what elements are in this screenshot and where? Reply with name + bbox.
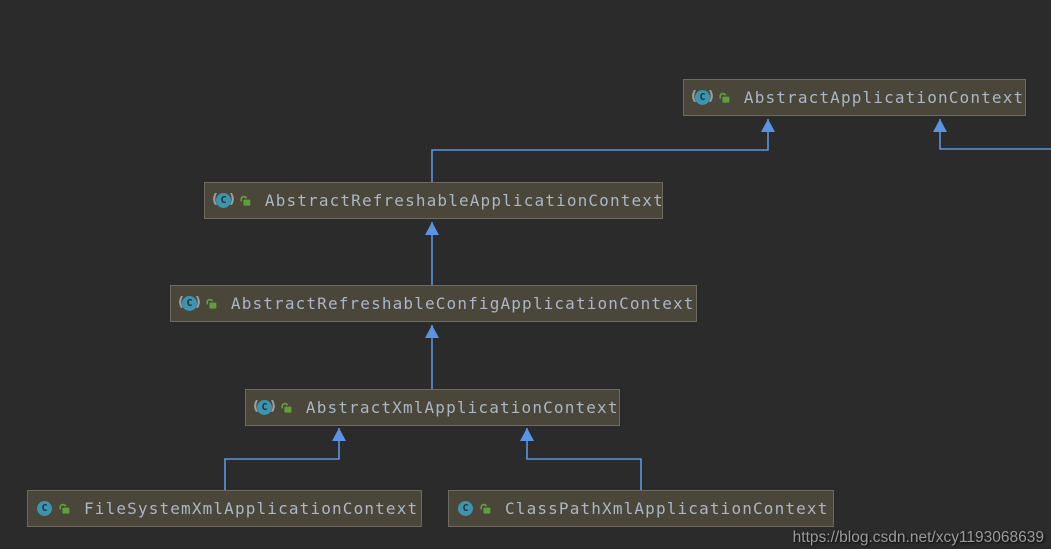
unlocked-padlock-icon [205,297,218,310]
inheritance-arrowhead [761,119,775,132]
class-node-label: AbstractRefreshableConfigApplicationCont… [230,294,695,313]
inheritance-arrowhead [425,325,439,338]
class-letter: C [181,296,197,311]
class-letter: C [37,501,52,516]
class-node-label: ClassPathXmlApplicationContext [505,499,829,518]
inheritance-edge-abstract-refreshable-application-context-to-abstract-application-context [431,119,769,182]
class-node-label: AbstractRefreshableApplicationContext [264,191,664,210]
class-node-label: FileSystemXmlApplicationContext [84,499,419,518]
class-node-label: AbstractXmlApplicationContext [305,398,619,417]
class-icon: (C) [37,501,52,516]
class-node-abstract-application-context[interactable]: (C) AbstractApplicationContext [683,79,1026,116]
abstract-left-paren: ( [178,295,184,310]
unlocked-padlock-icon [58,502,71,515]
abstract-class-icon: (C) [212,192,235,208]
abstract-class-icon: (C) [691,89,714,105]
abstract-class-icon: (C) [178,295,201,311]
class-letter: C [694,90,710,105]
inheritance-arrowhead [425,222,439,235]
class-letter: C [458,501,473,516]
unlocked-padlock-icon [718,91,731,104]
abstract-right-paren: ) [228,192,235,207]
abstract-class-icon: (C) [253,399,276,415]
inheritance-arrowhead [933,119,947,132]
unlocked-padlock-icon [239,194,252,207]
abstract-left-paren: ( [691,89,697,104]
abstract-left-paren: ( [253,399,259,414]
class-node-label: AbstractApplicationContext [743,88,1025,107]
abstract-right-paren: ) [194,295,201,310]
inheritance-arrowhead [520,428,534,441]
inheritance-edge-off-screen-class-right-to-abstract-application-context [939,119,1051,150]
class-node-class-path-xml-application-context[interactable]: (C) ClassPathXmlApplicationContext [448,490,834,527]
inheritance-edge-class-path-xml-application-context-to-abstract-xml-application-context [526,428,642,490]
abstract-left-paren: ( [212,192,218,207]
unlocked-padlock-icon [280,401,293,414]
abstract-right-paren: ) [707,89,714,104]
class-letter: C [215,193,231,208]
abstract-right-paren: ) [269,399,276,414]
class-letter: C [256,400,272,415]
class-node-file-system-xml-application-context[interactable]: (C) FileSystemXmlApplicationContext [27,490,422,527]
class-icon: (C) [458,501,473,516]
inheritance-edge-file-system-xml-application-context-to-abstract-xml-application-context [224,428,340,490]
inheritance-arrowhead [332,428,346,441]
class-node-abstract-xml-application-context[interactable]: (C) AbstractXmlApplicationContext [245,389,620,426]
class-node-abstract-refreshable-application-context[interactable]: (C) AbstractRefreshableApplicationContext [204,182,663,219]
class-node-abstract-refreshable-config-application-context[interactable]: (C) AbstractRefreshableConfigApplicationC… [170,285,697,322]
unlocked-padlock-icon [479,502,492,515]
